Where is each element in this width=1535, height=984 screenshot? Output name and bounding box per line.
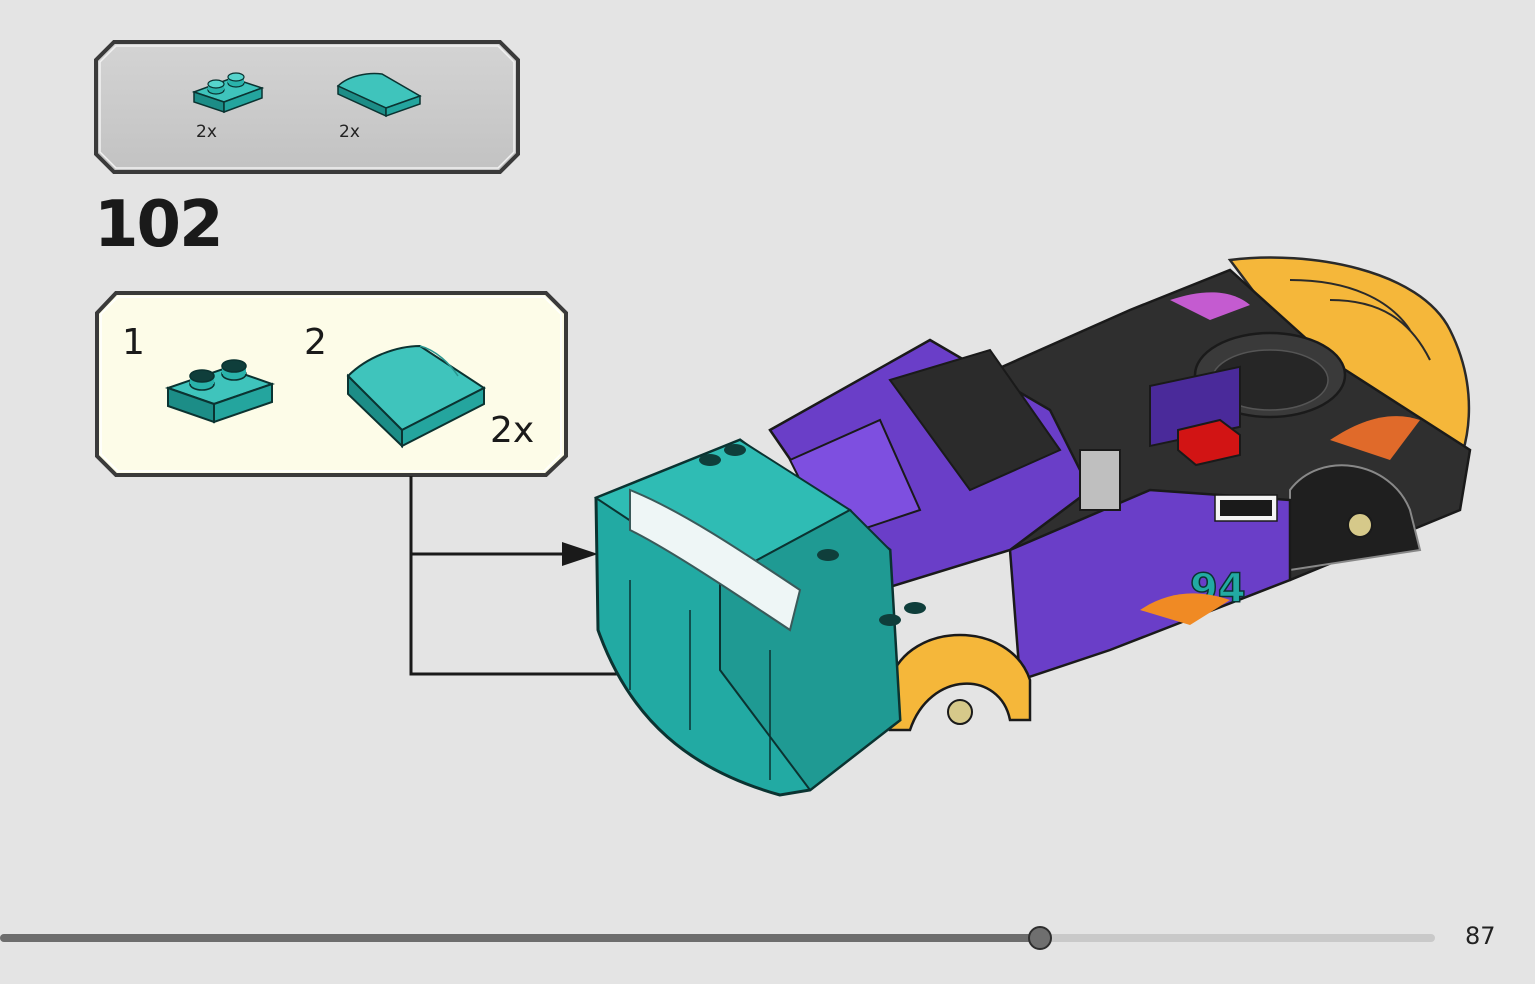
part-qty-2: 2x: [339, 122, 360, 142]
part-curved-slope-small: [334, 68, 424, 122]
step-number: 102: [94, 188, 224, 262]
callout-substep-1-label: 1: [122, 322, 145, 363]
callout-substep-2-label: 2: [304, 322, 327, 363]
progress-fill: [0, 934, 1041, 942]
page-number: 87: [1465, 922, 1496, 950]
parts-list-panel: [94, 40, 520, 174]
arrow-head-upper: [562, 542, 598, 566]
car-number-decal: 94: [1190, 566, 1246, 612]
parts-list-frame: [94, 40, 520, 174]
callout-substep-2-qty: 2x: [490, 410, 535, 451]
part-qty-1: 2x: [196, 122, 217, 142]
progress-knob: [1028, 926, 1053, 950]
sub-assembly-callout: [94, 290, 570, 478]
car-model-illustration: 94: [590, 250, 1500, 800]
part-plate-1x2-small: [190, 68, 270, 118]
callout-part-plate-1x2: [162, 350, 278, 430]
callout-part-curved-slope: [340, 340, 490, 450]
